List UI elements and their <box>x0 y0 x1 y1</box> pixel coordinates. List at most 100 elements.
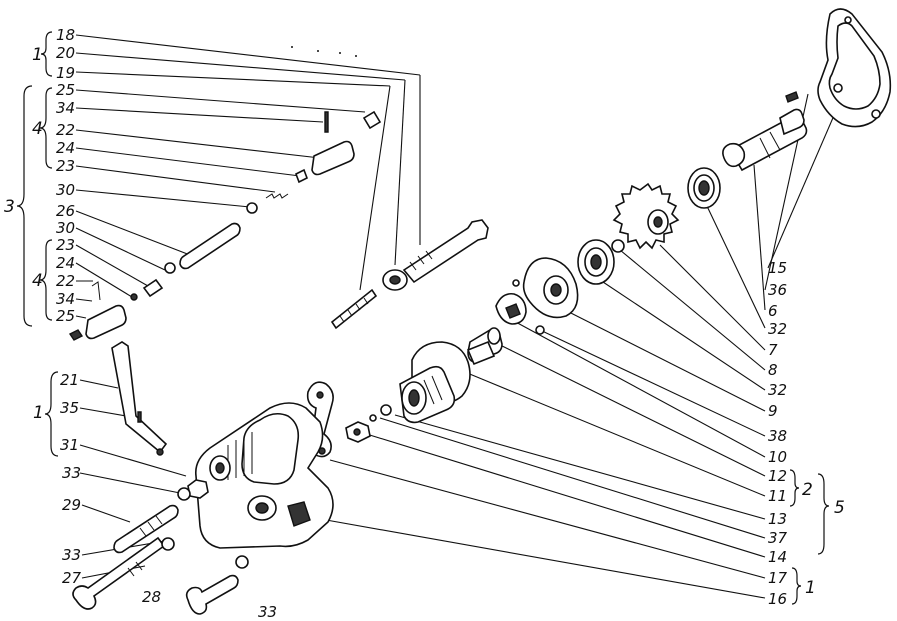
spring-23-upper <box>265 193 289 199</box>
leader-lines <box>75 34 846 599</box>
callout-34-top: 34 <box>56 99 75 117</box>
brace-group-4-bottom <box>39 239 53 321</box>
bushing-12 <box>466 327 503 366</box>
callout-12: 12 <box>768 467 787 485</box>
group-label-3: 3 <box>4 197 15 217</box>
spring-23-lower <box>142 278 164 298</box>
group-label-4-bottom: 4 <box>32 271 43 291</box>
plug-25-lower <box>68 329 84 341</box>
callout-37: 37 <box>768 529 788 547</box>
pin-34-upper <box>324 111 329 133</box>
callout-24-top: 24 <box>56 139 75 157</box>
callout-9: 9 <box>768 402 778 420</box>
callout-18: 18 <box>56 26 75 44</box>
group-label-5: 5 <box>834 498 845 518</box>
group-label-1-left: 1 <box>33 403 44 423</box>
callout-31: 31 <box>60 436 79 454</box>
callout-28: 28 <box>142 588 161 606</box>
group-label-1-right: 1 <box>805 578 816 598</box>
rod-26 <box>179 222 241 270</box>
brace-group-3 <box>16 85 33 327</box>
ball-37 <box>369 414 377 422</box>
callout-35: 35 <box>60 399 79 417</box>
callout-25-bottom: 25 <box>56 307 75 325</box>
callout-23-top: 23 <box>56 157 75 175</box>
callout-21: 21 <box>60 371 79 389</box>
brace-group-1-top <box>40 31 53 77</box>
washer-33-upper <box>177 487 191 501</box>
callout-6: 6 <box>768 302 778 320</box>
callout-26: 26 <box>56 202 75 220</box>
pump-housing <box>194 402 334 549</box>
callout-8: 8 <box>768 361 778 379</box>
washer-30-upper <box>246 202 258 214</box>
gear-7 <box>612 182 680 250</box>
callout-33-c: 33 <box>258 603 277 621</box>
group-label-2: 2 <box>802 480 813 500</box>
callout-20: 20 <box>56 44 75 62</box>
bearing-8 <box>577 239 615 285</box>
snap-ring-32-upper <box>611 239 625 253</box>
callout-19: 19 <box>56 64 75 82</box>
callout-30-top: 30 <box>56 181 75 199</box>
pump-cover <box>399 341 471 424</box>
pin-34-lower <box>91 281 101 301</box>
callout-22-top: 22 <box>56 121 75 139</box>
spring-24-upper <box>294 168 309 184</box>
bearing-6 <box>687 167 721 209</box>
callout-23-bottom: 23 <box>56 236 75 254</box>
spring-19 <box>330 288 378 330</box>
nut-14 <box>345 421 371 443</box>
group-braces-left <box>16 31 59 457</box>
brace-group-1-right <box>791 567 802 605</box>
gasket <box>817 8 892 128</box>
stud-29 <box>113 504 179 554</box>
callout-22-bottom: 22 <box>56 272 75 290</box>
sleeve-22-lower <box>85 304 127 340</box>
callout-13: 13 <box>768 510 787 528</box>
callout-30-bottom: 30 <box>56 219 75 237</box>
callout-24-bottom: 24 <box>56 254 75 272</box>
callout-34-bottom: 34 <box>56 290 75 308</box>
bolt-27 <box>72 536 166 610</box>
callout-14: 14 <box>768 548 787 566</box>
callout-7: 7 <box>768 341 778 359</box>
drive-shaft <box>722 91 808 172</box>
callout-32-a: 32 <box>768 320 787 338</box>
washer-37 <box>380 404 392 416</box>
brace-group-1-left <box>44 371 59 457</box>
flange-9 <box>512 257 579 319</box>
callout-33-a: 33 <box>62 464 81 482</box>
callout-27: 27 <box>62 569 82 587</box>
bolt-28 <box>185 574 239 615</box>
callout-38: 38 <box>768 427 787 445</box>
callout-16: 16 <box>768 590 787 608</box>
callout-29: 29 <box>62 496 81 514</box>
callout-36: 36 <box>768 281 787 299</box>
decorative-dots <box>291 46 357 57</box>
washer-33-middle <box>161 537 175 551</box>
washer-33-lower <box>235 555 249 569</box>
washer-30-lower <box>164 262 176 274</box>
brace-group-4-top <box>39 87 53 169</box>
retaining-ring-38 <box>495 292 545 335</box>
sleeve-22-upper <box>311 140 355 176</box>
washer-20 <box>382 269 408 291</box>
bolt-18 <box>402 219 489 284</box>
callout-15: 15 <box>768 259 787 277</box>
callout-32-b: 32 <box>768 381 787 399</box>
group-label-4-top: 4 <box>32 119 43 139</box>
callout-10: 10 <box>768 448 787 466</box>
callout-17: 17 <box>768 569 788 587</box>
callout-11: 11 <box>768 487 787 505</box>
callout-33-b: 33 <box>62 546 81 564</box>
group-label-1-top: 1 <box>32 45 43 65</box>
crank-lever-21 <box>111 341 168 456</box>
spring-24-lower <box>130 293 138 301</box>
brace-group-2 <box>789 469 800 507</box>
callout-25-top: 25 <box>56 81 75 99</box>
plug-25-upper <box>362 110 382 130</box>
pin-35 <box>137 411 142 423</box>
brace-group-5 <box>817 473 830 555</box>
